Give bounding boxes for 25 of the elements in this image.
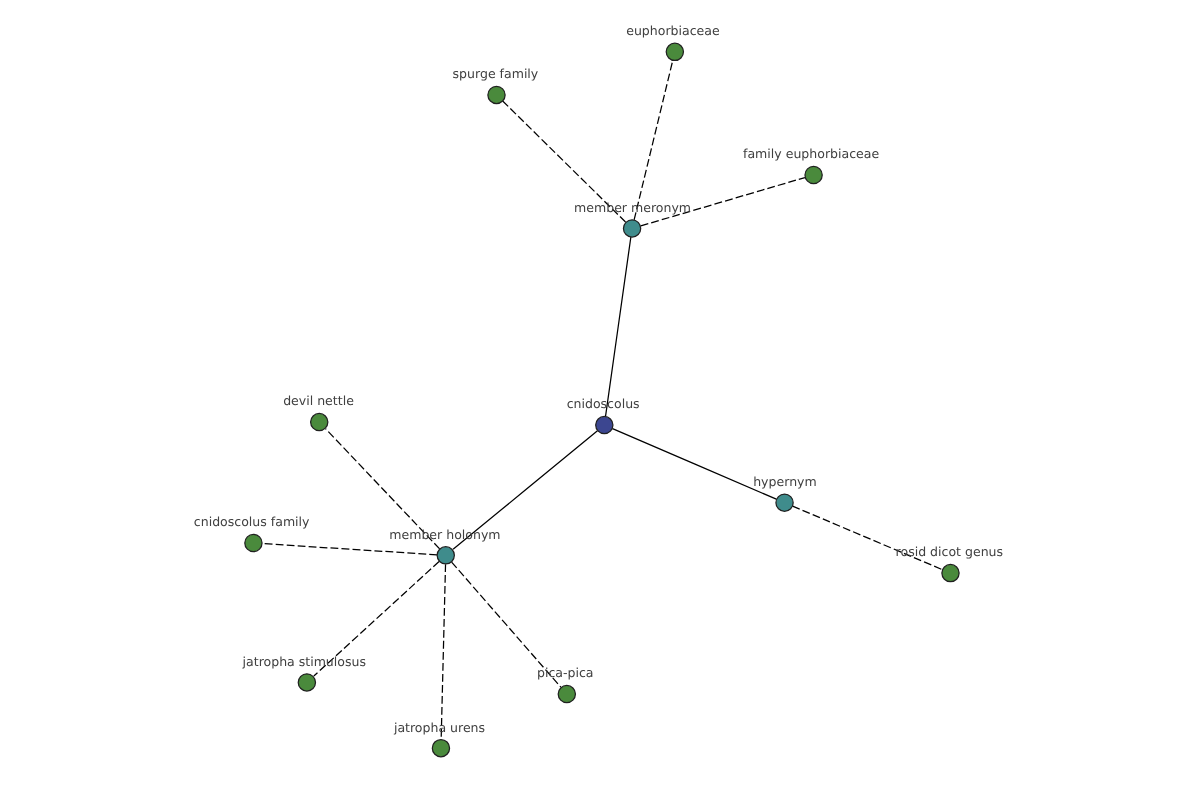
node-circle [487, 85, 506, 105]
connector [633, 59, 674, 221]
node-circle [775, 493, 794, 512]
connector [440, 563, 447, 740]
node-circle [297, 673, 317, 692]
node-circle [941, 563, 960, 583]
connector [261, 542, 438, 556]
node-circle [665, 42, 685, 62]
node-circle [595, 415, 614, 435]
connector [791, 505, 943, 571]
node-circle [804, 165, 823, 185]
connector [450, 561, 562, 688]
node-circle [244, 533, 263, 553]
node-circle [436, 546, 455, 565]
connector [640, 176, 806, 227]
connector [452, 430, 599, 550]
connector [611, 428, 777, 500]
connector [604, 236, 632, 417]
node-circle [622, 219, 642, 238]
connector [502, 100, 627, 223]
node-circle [557, 684, 577, 704]
connector [313, 560, 440, 677]
connector [324, 428, 441, 550]
node-circle [431, 738, 451, 758]
node-circle [310, 412, 329, 432]
